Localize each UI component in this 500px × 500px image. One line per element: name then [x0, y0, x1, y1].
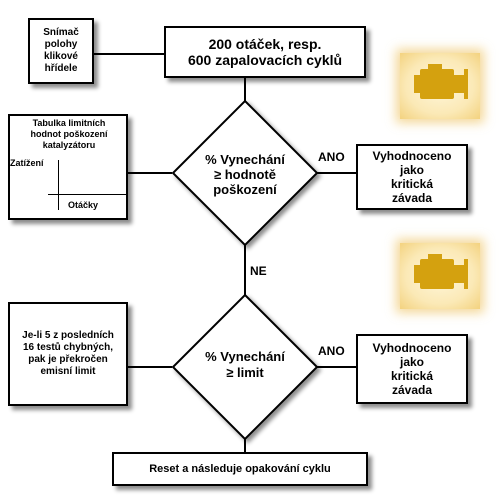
connector-cycles-to-decision	[244, 78, 246, 102]
connector-table-to-decision	[128, 172, 172, 174]
decision-damage-diamond	[171, 99, 319, 247]
decision-damage-label: % Vynechání ≥ hodnotě poškození	[205, 152, 285, 197]
reset-box: Reset a následuje opakování cyklu	[112, 452, 368, 486]
crank-sensor-box: Snímač polohy klikové hřídele	[28, 18, 94, 84]
ano-label-2: ANO	[318, 344, 345, 358]
critical-label-2: Vyhodnoceno jako kritická závada	[372, 341, 452, 397]
table-x-axis	[48, 194, 126, 195]
table-y-label: Zatížení	[10, 158, 44, 168]
connector-note-to-decision	[128, 366, 172, 368]
critical-box-1: Vyhodnoceno jako kritická závada	[356, 144, 468, 210]
ne-label: NE	[250, 264, 267, 278]
cycles-box: 200 otáček, resp. 600 zapalovacích cyklů	[164, 26, 366, 78]
engine-warning-icon	[400, 53, 480, 119]
catalyst-table-title: Tabulka limitních hodnot poškození katal…	[30, 118, 108, 150]
cycles-label: 200 otáček, resp. 600 zapalovacích cyklů	[187, 36, 343, 68]
engine-icon-graphic	[414, 254, 468, 289]
connector-decision-to-critical-1	[316, 172, 358, 174]
ano-label-1: ANO	[318, 150, 345, 164]
connector-sensor-to-cycles	[94, 53, 168, 55]
table-x-label: Otáčky	[68, 200, 99, 210]
catalyst-table-box: Tabulka limitních hodnot poškození katal…	[8, 114, 128, 220]
engine-icon-graphic	[414, 64, 468, 99]
engine-warning-icon	[400, 243, 480, 309]
decision-limit-diamond	[171, 293, 319, 441]
critical-label-1: Vyhodnoceno jako kritická závada	[372, 149, 452, 205]
emission-note-box: Je-li 5 z posledních 16 testů chybných, …	[8, 302, 128, 406]
connector-decision-ne	[244, 244, 246, 295]
decision-limit-label: % Vynechání ≥ limit	[205, 349, 285, 380]
table-y-axis	[58, 160, 59, 210]
emission-note-label: Je-li 5 z posledních 16 testů chybných, …	[22, 330, 114, 377]
connector-decision-to-reset	[244, 438, 246, 452]
reset-label: Reset a následuje opakování cyklu	[149, 463, 331, 475]
critical-box-2: Vyhodnoceno jako kritická závada	[356, 334, 468, 404]
connector-decision-to-critical-2	[316, 366, 358, 368]
crank-sensor-label: Snímač polohy klikové hřídele	[43, 27, 79, 74]
